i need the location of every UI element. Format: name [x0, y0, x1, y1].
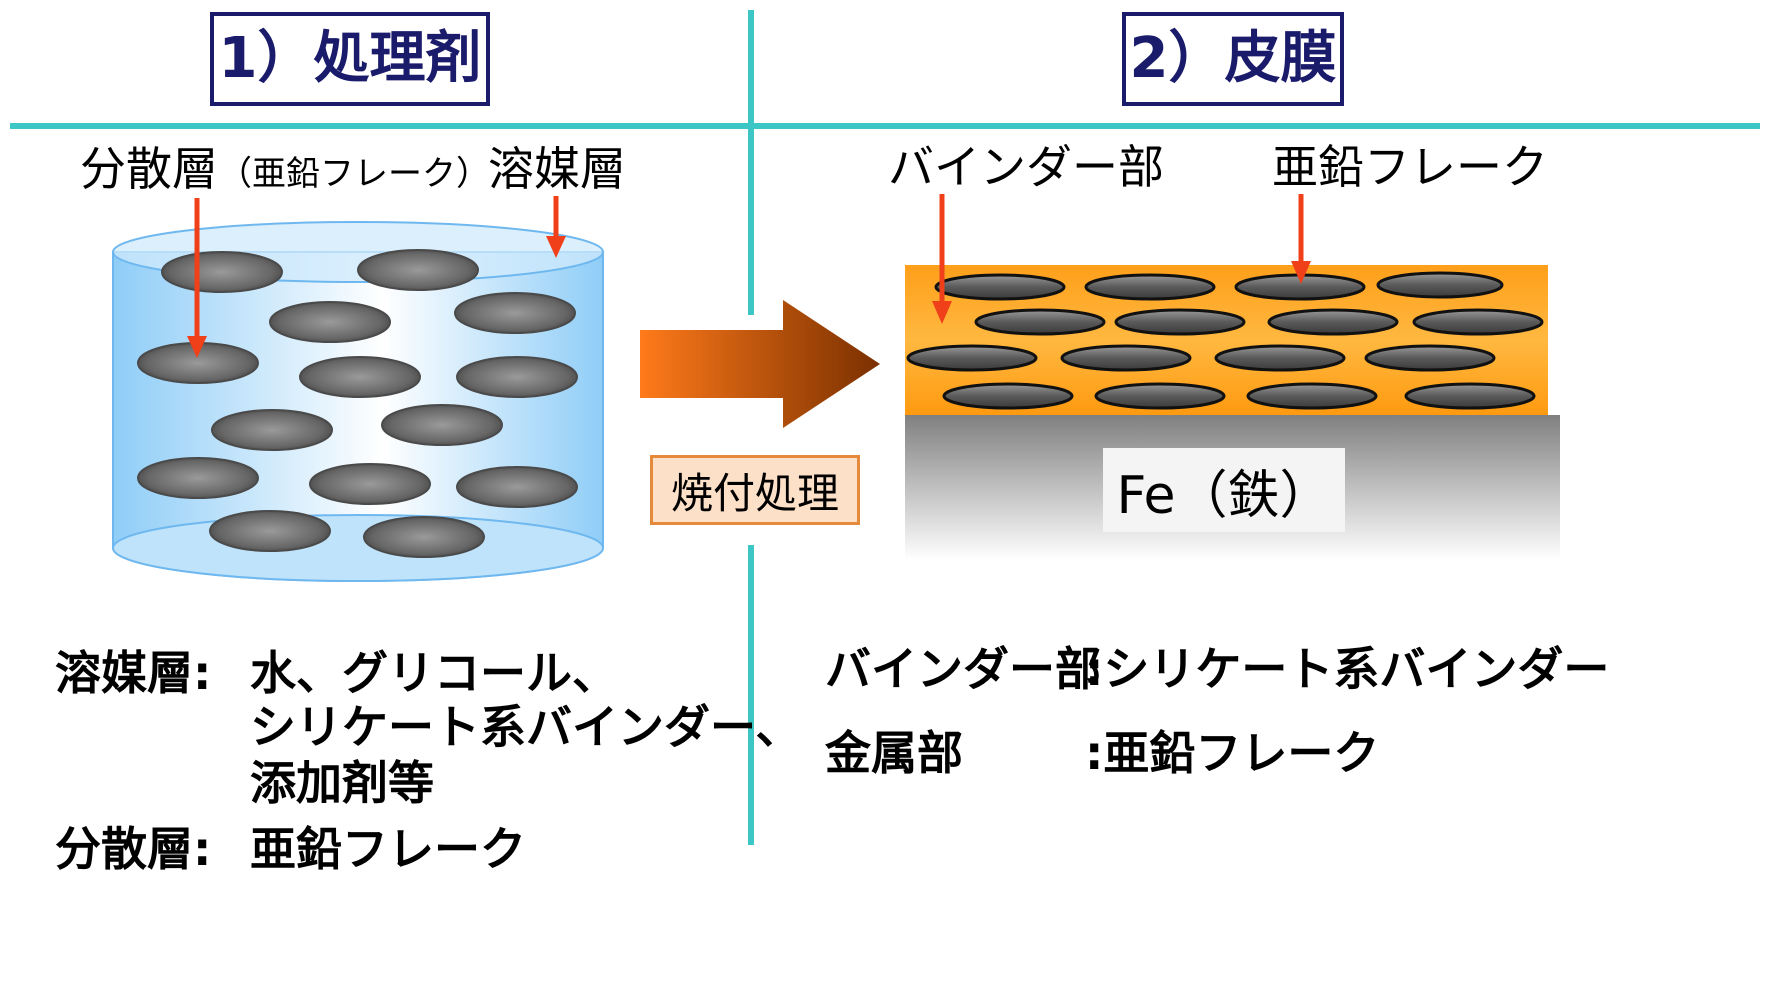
desc-dispersion-value: 亜鉛フレーク: [250, 822, 526, 876]
label-dispersion-text: 分散層: [80, 142, 218, 196]
label-solvent-layer: 溶媒層: [488, 142, 626, 196]
title-coating-film-text: 2）皮膜: [1129, 26, 1337, 91]
process-label-text: 焼付処理: [670, 468, 839, 518]
desc-metal-key: 金属部: [825, 726, 963, 780]
title-treatment-agent-text: 1）処理剤: [218, 26, 482, 91]
desc-solvent-line2: シリケート系バインダー、: [250, 700, 802, 754]
horizontal-divider: [10, 123, 1760, 129]
label-zinc-flake: 亜鉛フレーク: [1272, 140, 1548, 194]
label-dispersion-note: （亜鉛フレーク）: [218, 154, 490, 194]
desc-binder-value: :シリケート系バインダー: [1085, 642, 1610, 696]
title-coating-film: 2）皮膜: [1122, 12, 1344, 106]
desc-dispersion-key: 分散層:: [55, 822, 212, 876]
pointer-arrow-solvent: [546, 196, 566, 258]
film-zinc-flakes: [906, 271, 1544, 410]
vertical-divider-bottom: [748, 545, 754, 845]
title-treatment-agent: 1）処理剤: [210, 12, 490, 106]
desc-solvent-line1: 水、グリコール、: [250, 646, 618, 700]
substrate-label-text: Fe（鉄）: [1116, 465, 1332, 526]
pointer-arrow-binder: [932, 194, 952, 324]
substrate-label-box: Fe（鉄）: [1103, 448, 1345, 532]
process-label-box: 焼付処理: [650, 455, 860, 525]
process-arrow: [640, 300, 880, 428]
pointer-arrow-dispersion: [187, 198, 207, 358]
desc-metal-value: :亜鉛フレーク: [1085, 726, 1380, 780]
desc-solvent-line3: 添加剤等: [250, 756, 434, 810]
label-binder-part: バインダー部: [888, 140, 1164, 194]
vertical-divider-top: [748, 10, 754, 315]
desc-binder-key: バインダー部: [825, 642, 1101, 696]
desc-solvent-key: 溶媒層:: [55, 646, 212, 700]
label-dispersion-layer: 分散層（亜鉛フレーク）: [80, 146, 490, 192]
pointer-arrow-zinc: [1291, 194, 1311, 284]
